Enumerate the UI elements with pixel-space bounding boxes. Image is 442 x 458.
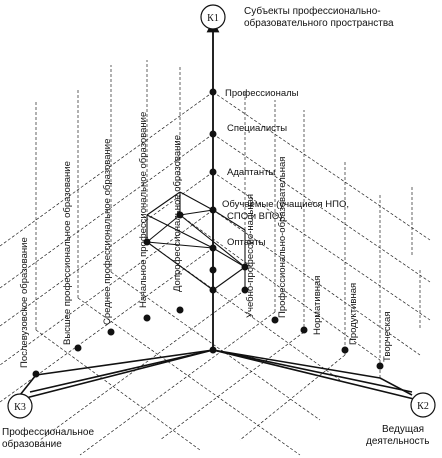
- k3-label-5: Послевузовское образование: [19, 237, 30, 368]
- k3-caption-line1: Профессиональное: [2, 426, 94, 438]
- k2-node: К2: [410, 392, 436, 418]
- k1-label-specialists: Специалисты: [227, 123, 287, 134]
- k3-caption-line2: образование: [2, 438, 62, 450]
- k2-label-2: Профессионально-образовательная: [277, 157, 288, 318]
- k1-caption-line1: Субъекты профессионально-: [244, 5, 381, 17]
- k1-label-professionals: Профессионалы: [225, 88, 299, 99]
- k1-label-learners-1: Обучаемые (учащиеся НПО,: [222, 199, 349, 210]
- k2-label-3: Нормативная: [312, 276, 323, 335]
- k3-name: К3: [14, 402, 26, 413]
- k1-node: К1: [200, 4, 226, 30]
- k2-name: К2: [417, 401, 429, 412]
- k3-node: К3: [7, 393, 33, 419]
- k1-label-learners-2: СПО и ВПО): [227, 211, 282, 222]
- k1-caption-line2: образовательного пространства: [244, 17, 394, 29]
- k2-axis-line: [212, 349, 413, 393]
- k2-label-5: Творческая: [382, 312, 393, 362]
- k2-caption-line1: Ведущая: [382, 424, 424, 435]
- k3-label-4: Высшее профессиональное образование: [62, 161, 73, 345]
- axis-points: [32, 88, 384, 378]
- k2-caption-line2: деятельность: [366, 436, 429, 447]
- k1-label-optants: Оптанты: [227, 237, 266, 248]
- k3-label-1: Допрофессиональное образование: [172, 135, 183, 292]
- k1-name: К1: [207, 13, 219, 24]
- k2-label-1: Учебно-профессио-нальная: [245, 194, 256, 318]
- k1-label-adaptants: Адаптанты: [227, 167, 275, 178]
- inner-cube: [146, 191, 246, 291]
- k2-label-4: Продуктивная: [348, 283, 359, 345]
- k3-label-3: Среднее профессиональное образование: [102, 139, 113, 325]
- grid-lines: [0, 60, 431, 456]
- k3-label-2: Начальное профессиональное образование: [138, 112, 149, 308]
